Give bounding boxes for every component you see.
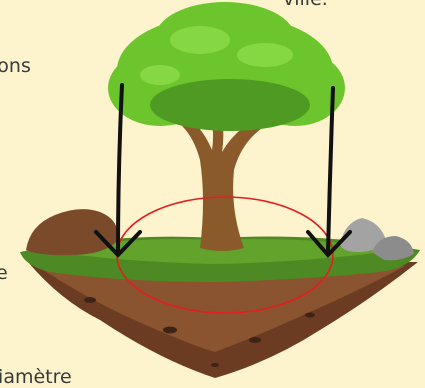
tree-canopy — [108, 2, 345, 131]
floating-island — [20, 237, 420, 379]
dirt-mound — [26, 209, 118, 255]
